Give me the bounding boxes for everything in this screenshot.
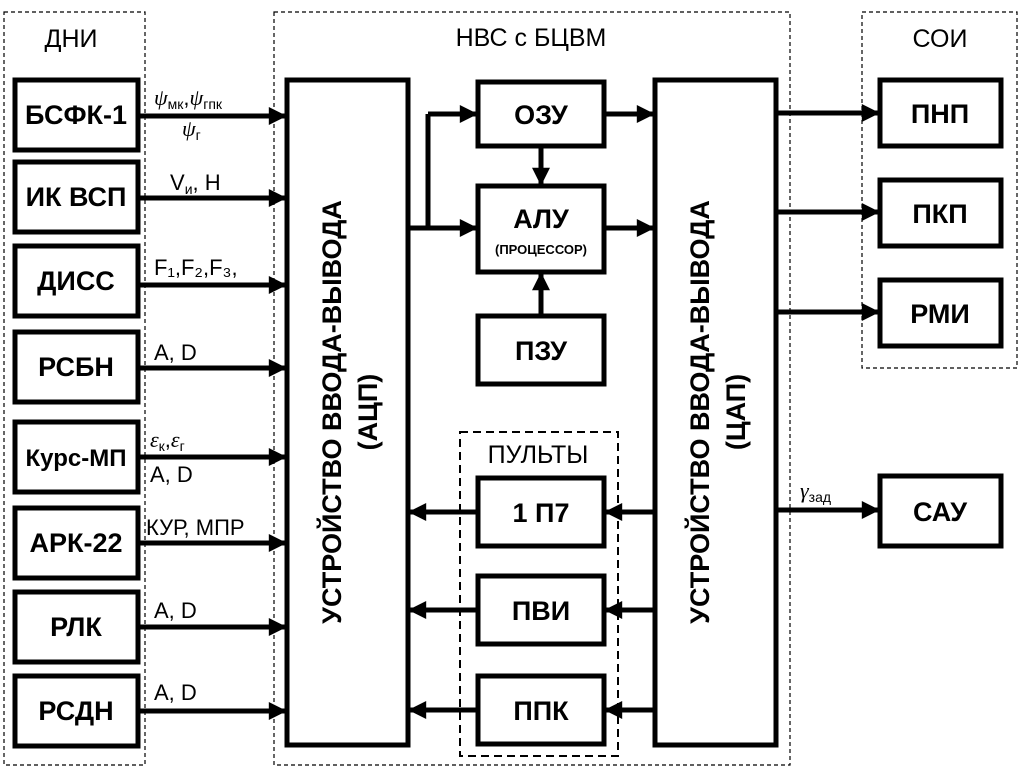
signal-kurs-angles: εк,εг [150,427,185,454]
alu-label: АЛУ [513,204,570,234]
autopilot-block [877,473,1004,549]
console-label: ПВИ [512,596,570,626]
io-adc-sub-label: (АЦП) [353,374,383,451]
nvs-title: НВС с БЦВМ [456,24,607,52]
io-device-adc [284,77,411,748]
rom-block [475,313,607,387]
signal-rlk: А, D [154,598,197,623]
ram-label: ОЗУ [514,100,569,130]
output-block-rmi [877,277,1004,349]
signal-bsfk-heading: ψмк,ψгпк [154,85,223,112]
output-label: ПКП [912,199,967,229]
signal-ark22: КУР, МПР [146,515,245,540]
pulty-title: ПУЛЬТЫ [488,441,589,469]
io-dac-sub-label: (ЦАП) [721,374,751,450]
soi-title: СОИ [913,25,968,53]
signal-gamma: γзад [800,478,831,505]
soi-frame [861,11,1018,369]
dni-title: ДНИ [45,25,98,53]
sensor-block-rsdn [12,673,141,749]
sensor-label: РСБН [38,352,114,382]
signal-kurs-ad: А, D [150,462,193,487]
alu-sub-label: (ПРОЦЕССОР) [495,242,587,257]
sensor-label: Курс-МП [26,445,127,472]
sensor-block-bsfk1 [12,77,141,153]
sensor-label: БСФК-1 [25,100,127,130]
io-dac-label: УСТРОЙСТВО ВВОДА-ВЫВОДА [684,200,715,624]
dni-frame [3,11,146,766]
sensor-label: РСДН [38,696,113,726]
sensor-block-rlk [12,589,141,665]
sensor-label: РЛК [50,612,102,642]
console-block-1p7 [475,475,607,549]
signal-ikvsp: Vи, Н [170,170,221,197]
nvs-frame [273,11,791,766]
rom-label: ПЗУ [515,336,568,366]
autopilot-label: САУ [913,497,968,527]
console-label: ППК [513,696,569,726]
output-block-pkp [877,177,1004,249]
output-block-pnp [877,77,1004,149]
sensor-block-ikvsp [12,159,141,235]
sensor-label: АРК-22 [29,528,122,558]
sensor-block-kurs-mp [12,419,141,495]
sensor-block-rsbn [12,329,141,405]
signal-rsbn: А, D [154,340,197,365]
sensor-block-diss [12,243,141,319]
sensor-block-ark22 [12,505,141,581]
output-label: РМИ [910,299,970,329]
sensor-label: ДИСС [37,266,115,296]
alu-block [475,183,607,275]
io-adc-label: УСТРОЙСТВО ВВОДА-ВЫВОДА [316,200,347,624]
io-device-dac [652,77,779,748]
console-block-ppk [475,673,607,747]
pulty-frame [459,431,619,757]
signal-diss: F₁,F₂,F₃, [154,255,238,280]
output-label: ПНП [911,99,969,129]
signal-rsdn: А, D [154,680,197,705]
console-label: 1 П7 [513,498,570,528]
signal-bsfk-gyro: ψг [182,116,201,143]
sensor-label: ИК ВСП [26,182,127,212]
console-block-pvi [475,573,607,647]
